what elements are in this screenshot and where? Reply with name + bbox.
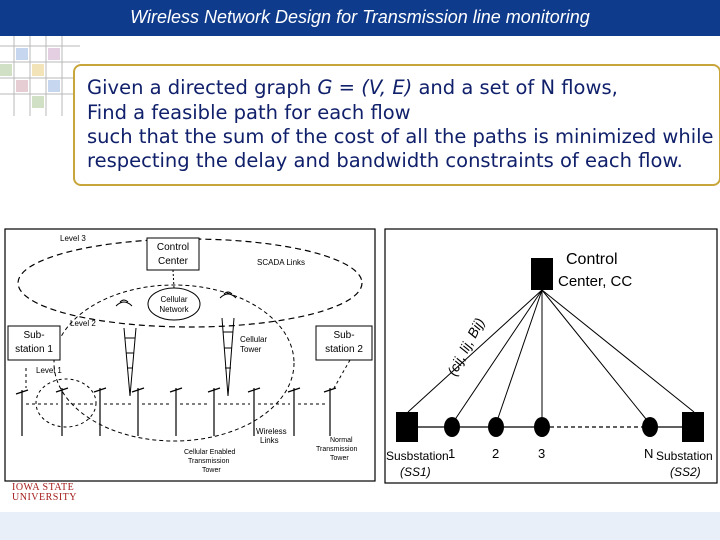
level1-label: Level 1 — [36, 366, 62, 375]
ss2-label-2: (SS2) — [670, 465, 701, 479]
problem-line-4: respecting the delay and bandwidth const… — [87, 149, 683, 172]
ss2-label-1: Substation — [656, 449, 713, 463]
logo-line-2: UNIVERSITY — [12, 492, 77, 503]
problem-statement-box: Given a directed graph G = (V, E) and a … — [73, 64, 720, 186]
normal-tower-label-1: Normal — [330, 437, 353, 444]
problem-line-1-end: and a set of N flows, — [412, 76, 618, 99]
normal-tower-label-3: Tower — [330, 455, 349, 462]
cellular-network-cloud — [147, 287, 201, 321]
cellular-network-label-2: Network — [159, 305, 189, 314]
substation-2-label-2: station 2 — [325, 344, 363, 355]
node-1-label: 1 — [448, 446, 455, 461]
scada-links-label: SCADA Links — [257, 258, 305, 267]
control-center-label-2: Center — [158, 256, 189, 267]
hierarchical-network-diagram: Control Center Level 3 SCADA Links Cellu… — [4, 228, 376, 482]
ss1-label-1: Susbstation — [386, 449, 449, 463]
problem-line-2: Find a feasible path for each flow — [87, 101, 411, 124]
footer-strip — [0, 512, 720, 540]
wireless-links-label-1: Wireless — [256, 427, 287, 436]
node-3 — [534, 417, 550, 437]
substation-2-label-1: Sub- — [333, 330, 354, 341]
node-n — [642, 417, 658, 437]
cellular-enabled-label-1: Cellular Enabled — [184, 449, 235, 456]
logo-line-1: IOWA STATE — [12, 482, 75, 493]
cellular-enabled-label-3: Tower — [202, 467, 221, 474]
substation-ss2-node — [682, 412, 704, 442]
substation-1-label-1: Sub- — [23, 330, 44, 341]
node-1 — [444, 417, 460, 437]
control-center-label-1: Control — [157, 242, 189, 253]
node-3-label: 3 — [538, 446, 545, 461]
level3-label: Level 3 — [60, 234, 86, 243]
substation-2-box — [315, 325, 373, 361]
substation-1-box — [7, 325, 61, 361]
slide-title: Wireless Network Design for Transmission… — [130, 7, 590, 27]
graph-model-diagram: Control Center, CC (cij, lij, Bij) 1 2 3… — [384, 228, 718, 484]
ss1-label-2: (SS1) — [400, 465, 431, 479]
cc-label-1: Control — [566, 251, 618, 268]
graph-notation: G = (V, E) — [317, 76, 413, 99]
problem-line-1-start: Given a directed graph — [87, 76, 318, 99]
node-n-label: N — [644, 446, 653, 461]
cellular-tower-label-2: Tower — [240, 345, 262, 354]
substation-1-label-2: station 1 — [15, 344, 53, 355]
control-center-node — [531, 258, 553, 290]
cellular-tower-label-1: Cellular — [240, 335, 267, 344]
cellular-enabled-label-2: Transmission — [188, 458, 229, 465]
cc-label-2: Center, CC — [558, 273, 632, 290]
university-logo: IOWA STATE UNIVERSITY — [12, 482, 82, 506]
wireless-links-label-2: Links — [260, 436, 279, 445]
level2-label: Level 2 — [70, 319, 96, 328]
substation-ss1-node — [396, 412, 418, 442]
problem-line-3: such that the sum of the cost of all the… — [87, 125, 714, 148]
title-bar: Wireless Network Design for Transmission… — [0, 0, 720, 36]
normal-tower-label-2: Transmission — [316, 446, 357, 453]
problem-line-1: Given a directed graph G = (V, E) and a … — [87, 76, 618, 99]
decorative-grid — [0, 36, 80, 116]
cellular-network-label-1: Cellular — [160, 295, 187, 304]
node-2-label: 2 — [492, 446, 499, 461]
node-2 — [488, 417, 504, 437]
